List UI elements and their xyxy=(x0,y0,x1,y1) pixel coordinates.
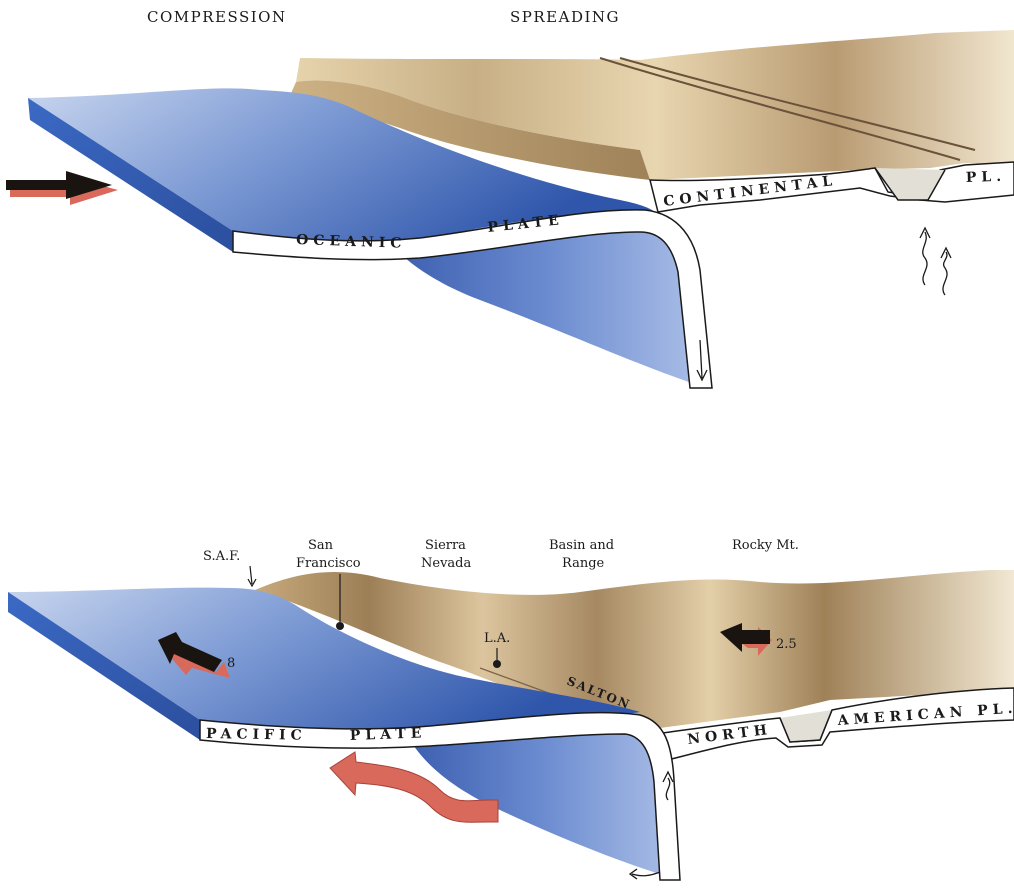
pacific-rate: 8 xyxy=(227,656,235,671)
saf-pointer xyxy=(248,566,256,586)
label-san-francisco-line1: San xyxy=(308,538,334,553)
label-rocky: Rocky Mt. xyxy=(732,538,799,553)
north-american-rate: 2.5 xyxy=(776,637,797,652)
bottom-diagram: 8 2.5 S.A.F. San Francisco Sierra Nevada… xyxy=(8,538,1014,880)
header-spreading: SPREADING xyxy=(510,8,620,26)
header-compression: COMPRESSION xyxy=(147,8,287,26)
label-pacific-plate: PLATE xyxy=(350,725,427,744)
top-diagram: COMPRESSION SPREADING OCEANIC xyxy=(6,8,1014,388)
label-sierra-line1: Sierra xyxy=(425,538,466,553)
label-basin-line1: Basin and xyxy=(549,538,614,553)
label-san-francisco-line2: Francisco xyxy=(296,556,361,571)
san-francisco-marker xyxy=(336,622,344,630)
label-basin-line2: Range xyxy=(562,556,605,571)
label-saf: S.A.F. xyxy=(203,549,240,564)
label-pl: PL. xyxy=(966,169,1007,186)
label-pacific: PACIFIC xyxy=(206,726,307,744)
heat-flow-arrows xyxy=(920,228,951,295)
label-sierra-line2: Nevada xyxy=(421,556,471,571)
label-la: L.A. xyxy=(484,631,510,646)
la-marker xyxy=(493,660,501,668)
compression-arrow xyxy=(6,171,118,205)
